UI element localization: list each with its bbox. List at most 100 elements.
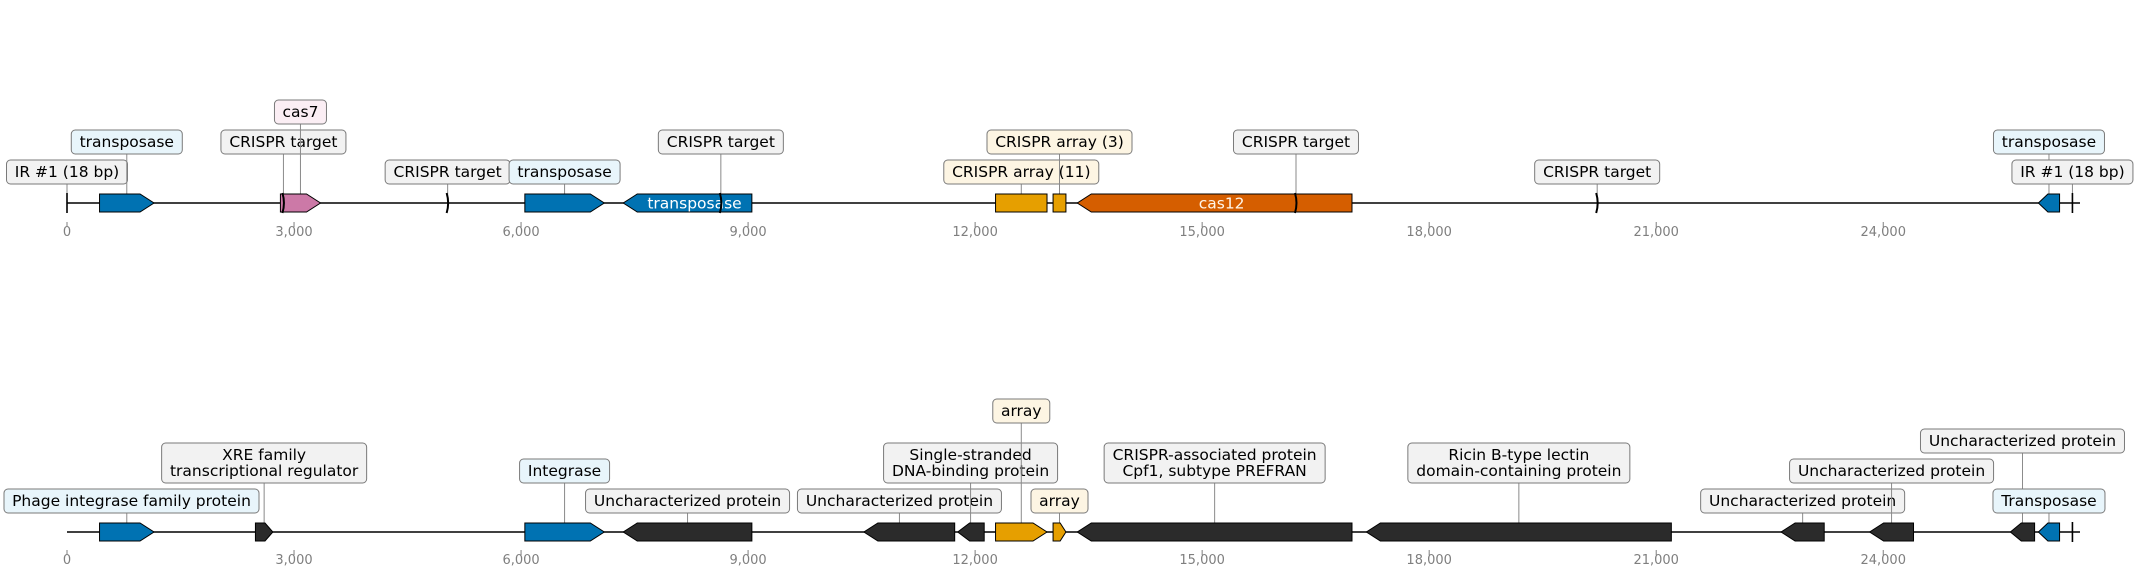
axis-tick-label: 6,000: [502, 225, 539, 240]
label-text: Uncharacterized protein: [1929, 432, 2116, 450]
label-text: CRISPR target: [394, 163, 502, 181]
label-box: [585, 488, 791, 514]
feature-label: transposase: [508, 159, 621, 185]
gene-crispr-array-11: [995, 193, 1048, 213]
axis-tick-label: 3,000: [275, 553, 312, 568]
crispr-target-mark: [445, 192, 450, 214]
feature-label: Transposase: [1992, 488, 2106, 514]
gene-uncharacterized-2: [862, 522, 956, 542]
axis-tick-label: 12,000: [952, 553, 998, 568]
crispr-target-mark: [1294, 192, 1298, 214]
label-text: transcriptional regulator: [170, 462, 359, 480]
axis-tick-label: 21,000: [1633, 553, 1679, 568]
label-box: [1700, 488, 1906, 514]
label-box: [943, 159, 1100, 185]
feature-label: Uncharacterized protein: [1789, 458, 1995, 484]
top-track: 0 3,000 6,000 9,000 12,000 15,000 18,000 21,000…: [6, 99, 2134, 240]
gene-transposase-1: [99, 193, 155, 213]
gene-array-1: [995, 522, 1048, 542]
label-box: [1789, 458, 1995, 484]
feature-label: CRISPR target: [657, 129, 784, 155]
label-box: [657, 129, 784, 155]
label-box: [1232, 129, 1359, 155]
axis-tick-label: 0: [63, 225, 71, 240]
label-text: IR #1 (18 bp): [15, 163, 119, 181]
label-box: [1407, 442, 1631, 484]
axis-tick-label: 21,000: [1633, 225, 1679, 240]
feature-label: array: [992, 398, 1051, 424]
axis-tick-label: 6,000: [502, 553, 539, 568]
axis-tick-label: 9,000: [729, 225, 766, 240]
label-text: CRISPR array (3): [995, 133, 1124, 151]
gene-transposase-2: [524, 193, 606, 213]
label-box: [2011, 159, 2134, 185]
label-box: [1992, 129, 2105, 155]
label-text: Transposase: [2000, 492, 2096, 510]
label-text: XRE family: [222, 446, 306, 464]
gene-cas12: [1076, 193, 1353, 213]
label-text: Uncharacterized protein: [806, 492, 993, 510]
axis-tick-label: 15,000: [1179, 225, 1225, 240]
feature-label: CRISPR array (11): [943, 159, 1100, 185]
gene-transposase-b: [2037, 522, 2061, 542]
axis-tick-label: 0: [63, 553, 71, 568]
label-box: [1103, 442, 1326, 484]
gene-integrase: [524, 522, 606, 542]
crispr-target-mark: [281, 192, 285, 214]
label-text: Cpf1, subtype PREFRAN: [1122, 462, 1306, 480]
label-text: transposase: [517, 163, 611, 181]
gene-uncharacterized-4: [1868, 522, 1915, 542]
gene-transposase-3: [622, 193, 753, 213]
label-box: [161, 442, 368, 484]
feature-label: Uncharacterized protein: [1919, 428, 2125, 454]
label-text: transposase: [80, 133, 174, 151]
gene-xre-regulator: [254, 522, 274, 542]
axis-tick-label: 18,000: [1406, 553, 1452, 568]
label-box: [796, 488, 1002, 514]
gene-label-transposase-3: transposase: [647, 195, 741, 213]
feature-label: CRISPR array (3): [986, 129, 1133, 155]
label-box: [986, 129, 1133, 155]
label-box: [1534, 159, 1661, 185]
label-text: Integrase: [528, 462, 601, 480]
feature-label: Uncharacterized protein: [585, 488, 791, 514]
gene-uncharacterized-5: [2009, 522, 2036, 542]
label-text: CRISPR target: [667, 133, 775, 151]
label-box: [992, 398, 1051, 424]
label-box: [6, 159, 128, 185]
axis-tick-label: 3,000: [275, 225, 312, 240]
crispr-target-mark: [1595, 192, 1599, 214]
label-box: [273, 99, 327, 125]
feature-label: CRISPR target: [384, 159, 511, 185]
feature-label: array: [1030, 488, 1089, 514]
label-text: IR #1 (18 bp): [2020, 163, 2124, 181]
feature-label: transposase: [1992, 129, 2105, 155]
label-text: Uncharacterized protein: [1798, 462, 1985, 480]
label-box: [1919, 428, 2125, 454]
label-box: [508, 159, 621, 185]
label-text: CRISPR target: [229, 133, 337, 151]
axis-tick-label: 12,000: [952, 225, 998, 240]
label-text: domain-containing protein: [1416, 462, 1621, 480]
gene-dna-binding: [956, 522, 985, 542]
feature-label: Uncharacterized protein: [796, 488, 1002, 514]
gene-uncharacterized-3: [1780, 522, 1825, 542]
feature-label: CRISPR target: [1232, 129, 1359, 155]
crispr-target-mark: [718, 192, 723, 214]
axis-tick-label: 24,000: [1860, 225, 1906, 240]
label-text: Uncharacterized protein: [594, 492, 781, 510]
gene-uncharacterized-1: [622, 522, 753, 542]
label-box: [1030, 488, 1089, 514]
gene-transposase-4: [2037, 193, 2061, 213]
feature-label: cas7: [273, 99, 327, 125]
label-text: CRISPR target: [1543, 163, 1651, 181]
label-box: [70, 129, 183, 155]
axis-tick-label: 18,000: [1406, 225, 1452, 240]
